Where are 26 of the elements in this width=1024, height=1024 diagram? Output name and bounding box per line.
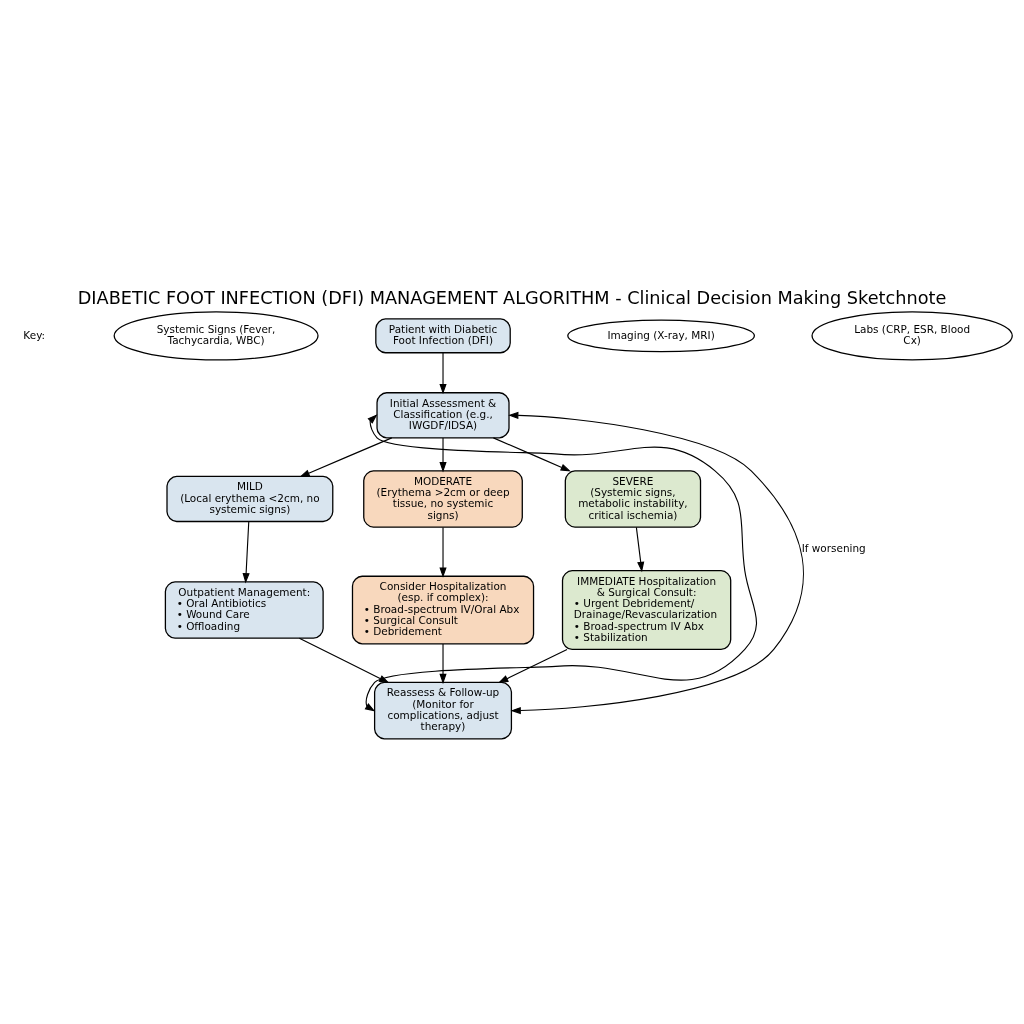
node-box: Reassess & Follow-up (Monitor for complications, adjust therapy): [373, 681, 513, 739]
arrow: [298, 637, 390, 683]
arrow: [299, 436, 393, 477]
arrow: [439, 526, 447, 578]
arrow: [439, 351, 447, 394]
node-ellipse: Labs (CRP, ESR, Blood Cx): [811, 310, 1013, 361]
node-box: Patient with Diabetic Foot Infection (DFI): [375, 317, 511, 353]
arrow: [439, 643, 447, 684]
diagram-title: DIABETIC FOOT INFECTION (DFI) MANAGEMENT ALGORITHM - Clinical Decision Making Sketchnote: [77, 287, 947, 308]
edge-label: If worsening: [801, 541, 866, 554]
arrow: [492, 436, 571, 471]
arrow: [635, 526, 645, 572]
node-ellipse: Systemic Signs (Fever, Tachycardia, WBC): [113, 310, 319, 361]
node-box: Consider Hospitalization (esp. if complex): • Broad-spectrum IV/Oral Abx • Surgical Consult • Debridement: [351, 575, 535, 644]
node-box: SEVERE (Systemic signs, metabolic instability, critical ischemia): [564, 469, 702, 528]
arrow: [439, 436, 447, 472]
arrow: [508, 411, 805, 714]
arrow: [498, 648, 568, 683]
arrow: [242, 520, 250, 583]
node-box: MODERATE (Erythema >2cm or deep tissue, no systemic signs): [363, 469, 523, 528]
node-box: Outpatient Management: • Oral Antibiotics • Wound Care • Offloading: [164, 580, 324, 639]
node-box: MILD (Local erythema <2cm, no systemic signs): [166, 475, 334, 522]
node-box: Initial Assessment & Classification (e.g., IWGDF/IDSA): [376, 391, 510, 438]
node-ellipse: Imaging (X-ray, MRI): [567, 318, 756, 352]
node-box: IMMEDIATE Hospitalization & Surgical Consult: • Urgent Debridement/ Drainage/Revascularization • Broad-spectrum IV Abx • Stabilization: [561, 569, 732, 650]
label: Key:: [23, 328, 46, 341]
